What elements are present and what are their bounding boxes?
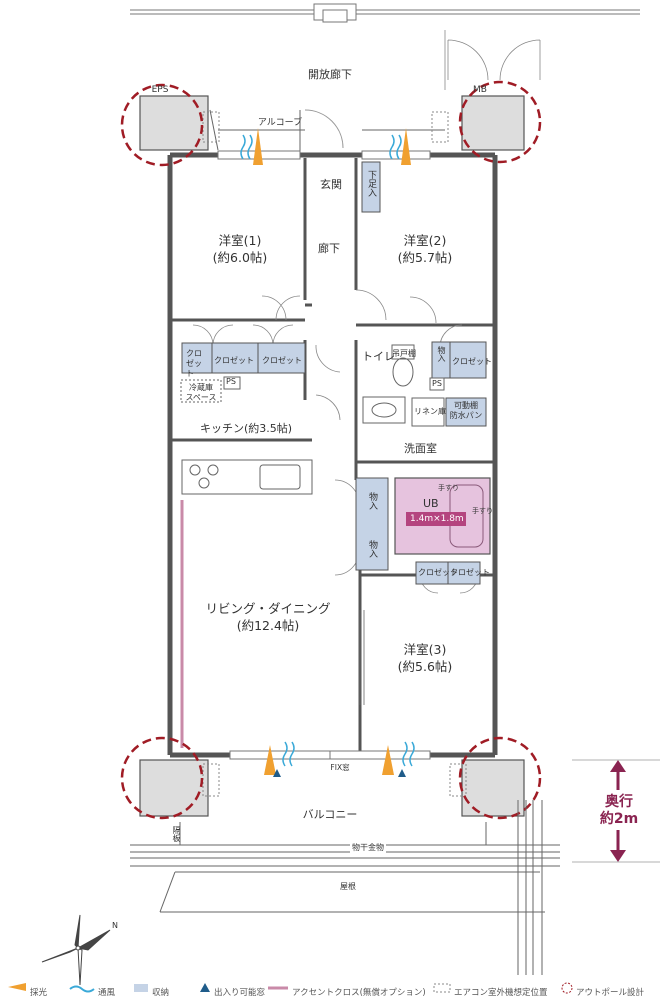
mb-label: MB — [473, 85, 487, 95]
fix-window-label: FIX窓 — [330, 763, 350, 772]
shafts — [139, 95, 525, 151]
legend-icons — [8, 982, 573, 994]
depth-annotation: 奥行 約2m — [596, 794, 642, 828]
room2-size: (約5.7帖) — [397, 250, 453, 265]
compass-north-label: N — [112, 921, 118, 930]
handrail-label-1: 手すり — [438, 484, 459, 492]
alcove-label: アルコーブ — [257, 118, 303, 128]
corridor-railing — [130, 3, 640, 23]
closet-d-label: クロゼット — [452, 357, 492, 366]
room1-size: (約6.0帖) — [212, 250, 268, 265]
legend-daylight: 採光 — [30, 988, 48, 998]
entry-window-markers — [273, 769, 406, 777]
ps-label-1: PS — [226, 377, 236, 386]
open-corridor-label: 開放廊下 — [308, 68, 352, 81]
closet-a-label: クロ ゼット — [186, 349, 202, 378]
living-name: リビング・ダイニング — [205, 601, 331, 616]
compass-rose — [41, 914, 111, 986]
legend-aircon: エアコン室外機想定位置 — [454, 988, 548, 998]
drying-rack-label: 物干金物 — [350, 842, 386, 853]
legend-storage: 収納 — [152, 988, 170, 998]
depth-line2: 約2m — [596, 811, 642, 828]
depth-line1: 奥行 — [596, 794, 642, 811]
ps-label-2: PS — [432, 379, 442, 388]
sliding-doors — [359, 610, 365, 705]
outpole-circles — [120, 80, 542, 820]
fridge-space-label: 冷蔵庫 スペース — [185, 383, 217, 402]
alcove — [209, 109, 445, 155]
room1-name: 洋室(1) — [218, 233, 262, 248]
washer-pan-label: 可動棚 防水パン — [449, 401, 483, 420]
toilet-label: トイレ — [362, 350, 395, 363]
room2-name: 洋室(2) — [403, 233, 447, 248]
closet-c-label: クロゼット — [262, 356, 302, 365]
storage-blocks — [181, 161, 487, 585]
legend-entry-window: 出入り可能窓 — [214, 988, 266, 998]
roof-label: 屋根 — [340, 882, 356, 891]
kitchen-label: キッチン(約3.5帖) — [200, 422, 293, 435]
hallway-label: 廊下 — [318, 242, 340, 255]
storage-label-2: 物入 — [367, 540, 377, 558]
handrail-label-2: 手すり — [472, 507, 493, 515]
wet-fixtures — [362, 344, 445, 427]
ub-size-label: 1.4m×1.8m — [410, 514, 464, 524]
linen-label: リネン庫 — [414, 407, 446, 416]
room3-name: 洋室(3) — [403, 642, 447, 657]
legend: 採光 通風 収納 出入り可能窓 アクセントクロス(無償オプション) エアコン室外… — [0, 980, 670, 1000]
genkan-label: 玄関 — [320, 178, 342, 191]
daylight-markers — [253, 128, 411, 775]
corridor-doors — [444, 30, 541, 90]
kitchen-fixtures — [180, 376, 313, 495]
closet-f-label: クロゼット — [450, 568, 490, 577]
closet-b-label: クロゼット — [214, 356, 254, 365]
unit-bath — [394, 477, 491, 555]
depth-arrow — [572, 759, 660, 863]
columns — [139, 759, 525, 817]
legend-accent-cloth: アクセントクロス(無償オプション) — [292, 988, 426, 998]
balcony-label: バルコニー — [302, 808, 358, 821]
outer-walls — [167, 152, 498, 758]
legend-outpole: アウトポール設計 — [576, 988, 645, 998]
living-size: (約12.4帖) — [236, 618, 300, 633]
balcony-railing — [130, 800, 560, 975]
partition-label: 隔板 — [172, 826, 181, 842]
eps-label: EPS — [151, 85, 169, 95]
hanging-shelf-label: 吊戸棚 — [392, 349, 416, 358]
washroom-label: 洗面室 — [404, 442, 437, 455]
storage-label-1: 物入 — [367, 492, 377, 510]
storage-toilet-label: 物入 — [437, 346, 446, 362]
ventilation-markers — [240, 134, 415, 767]
legend-ventilation: 通風 — [98, 988, 116, 998]
bottom-windows — [229, 750, 431, 760]
getabako-label: 下足入 — [366, 170, 376, 197]
ub-label: UB — [423, 497, 439, 510]
room3-size: (約5.6帖) — [397, 659, 453, 674]
closet-e-label: クロゼット — [418, 568, 458, 577]
